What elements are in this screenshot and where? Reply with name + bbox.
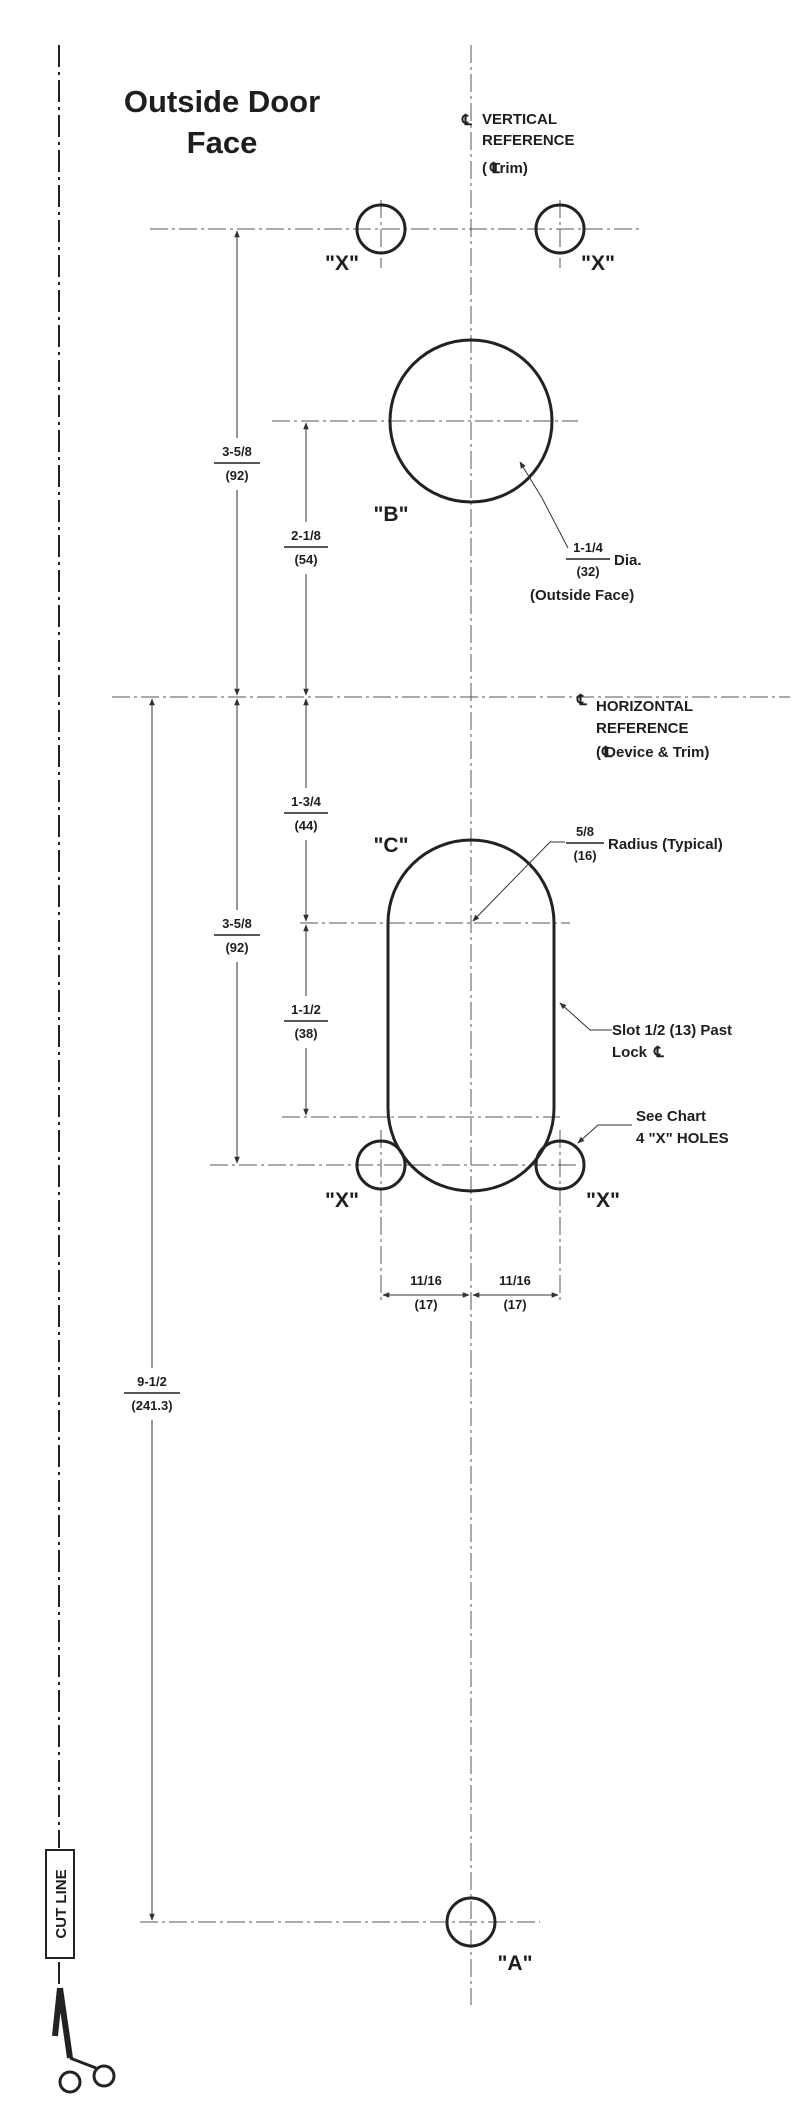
dim-slot-spacing-metric: (38) — [294, 1026, 317, 1041]
hole-x-top-left — [355, 203, 407, 255]
callout-b-metric: (32) — [576, 564, 599, 579]
vertical-reference-line2: REFERENCE — [482, 132, 575, 149]
dim-x-offset-right-metric: (17) — [503, 1297, 526, 1312]
label-x-bottom-left: "X" — [325, 1189, 359, 1212]
dim-a-fraction: 9-1/2 — [137, 1374, 167, 1389]
callout-see-chart-line2: 4 "X" HOLES — [636, 1130, 729, 1147]
hole-b — [388, 338, 554, 504]
horizontal-reference-line2: REFERENCE — [596, 720, 689, 737]
leader-slot-radius — [472, 841, 565, 922]
dim-top-x-fraction: 3-5/8 — [222, 444, 252, 459]
callout-slot-past-line1: Slot 1/2 (13) Past — [612, 1022, 732, 1039]
vertical-reference-cl-icon: ℄ — [461, 112, 472, 129]
dim-a-metric: (241.3) — [131, 1398, 172, 1413]
vertical-reference-line3-cl-icon: ℄ — [489, 160, 500, 177]
slot-c — [386, 838, 556, 1193]
hole-x-top-right — [534, 203, 586, 255]
dim-slot-spacing-fraction: 1-1/2 — [291, 1002, 321, 1017]
dim-x-offset-left-metric: (17) — [414, 1297, 437, 1312]
drawing-title-line2: Face — [187, 125, 258, 160]
cut-line-label: CUT LINE — [53, 1869, 70, 1938]
dim-top-x-metric: (92) — [225, 468, 248, 483]
horizontal-reference-line3: ( Device & Trim) — [596, 744, 709, 761]
scissors-icon — [52, 1987, 116, 2094]
horizontal-reference-line3-cl-icon: ℄ — [601, 744, 612, 761]
leader-b-diameter — [519, 461, 569, 549]
hole-x-bottom-right — [534, 1139, 586, 1191]
dim-b-metric: (54) — [294, 552, 317, 567]
callout-see-chart-line1: See Chart — [636, 1108, 706, 1125]
dim-x-offset-right-fraction: 11/16 — [499, 1273, 531, 1288]
label-c: "C" — [373, 834, 408, 857]
horizontal-reference-cl-icon: ℄ — [576, 692, 587, 709]
label-x-top-left: "X" — [325, 252, 359, 275]
leader-slot-past — [559, 1002, 612, 1031]
label-b: "B" — [373, 503, 408, 526]
dim-bottom-x-metric: (92) — [225, 940, 248, 955]
label-x-bottom-right: "X" — [586, 1189, 620, 1212]
leader-see-chart — [577, 1124, 632, 1144]
drawing-title-line1: Outside Door — [124, 84, 320, 119]
hole-x-bottom-left — [355, 1139, 407, 1191]
callout-b-suffix: Dia. — [614, 552, 642, 569]
callout-radius-fraction: 5/8 — [576, 824, 594, 839]
dim-slot-center-fraction: 1-3/4 — [291, 794, 321, 809]
cut-line-label-box — [45, 1849, 75, 1959]
vertical-reference-line1: VERTICAL — [482, 111, 557, 128]
callout-b-note: (Outside Face) — [530, 587, 634, 604]
label-a: "A" — [497, 1952, 532, 1975]
callout-slot-past-line2: Lock — [612, 1044, 648, 1061]
vertical-reference-line3: ( Trim) — [482, 160, 528, 177]
horizontal-reference-line1: HORIZONTAL — [596, 698, 693, 715]
callout-b-fraction: 1-1/4 — [573, 540, 603, 555]
dim-b-fraction: 2-1/8 — [291, 528, 321, 543]
label-x-top-right: "X" — [581, 252, 615, 275]
dim-bottom-x-fraction: 3-5/8 — [222, 916, 252, 931]
hole-a — [445, 1896, 497, 1948]
dim-slot-center-metric: (44) — [294, 818, 317, 833]
callout-radius-metric: (16) — [573, 848, 596, 863]
callout-slot-past-cl-icon: ℄ — [653, 1044, 664, 1061]
dim-x-offset-left-fraction: 11/16 — [410, 1273, 442, 1288]
callout-radius-suffix: Radius (Typical) — [608, 836, 723, 853]
